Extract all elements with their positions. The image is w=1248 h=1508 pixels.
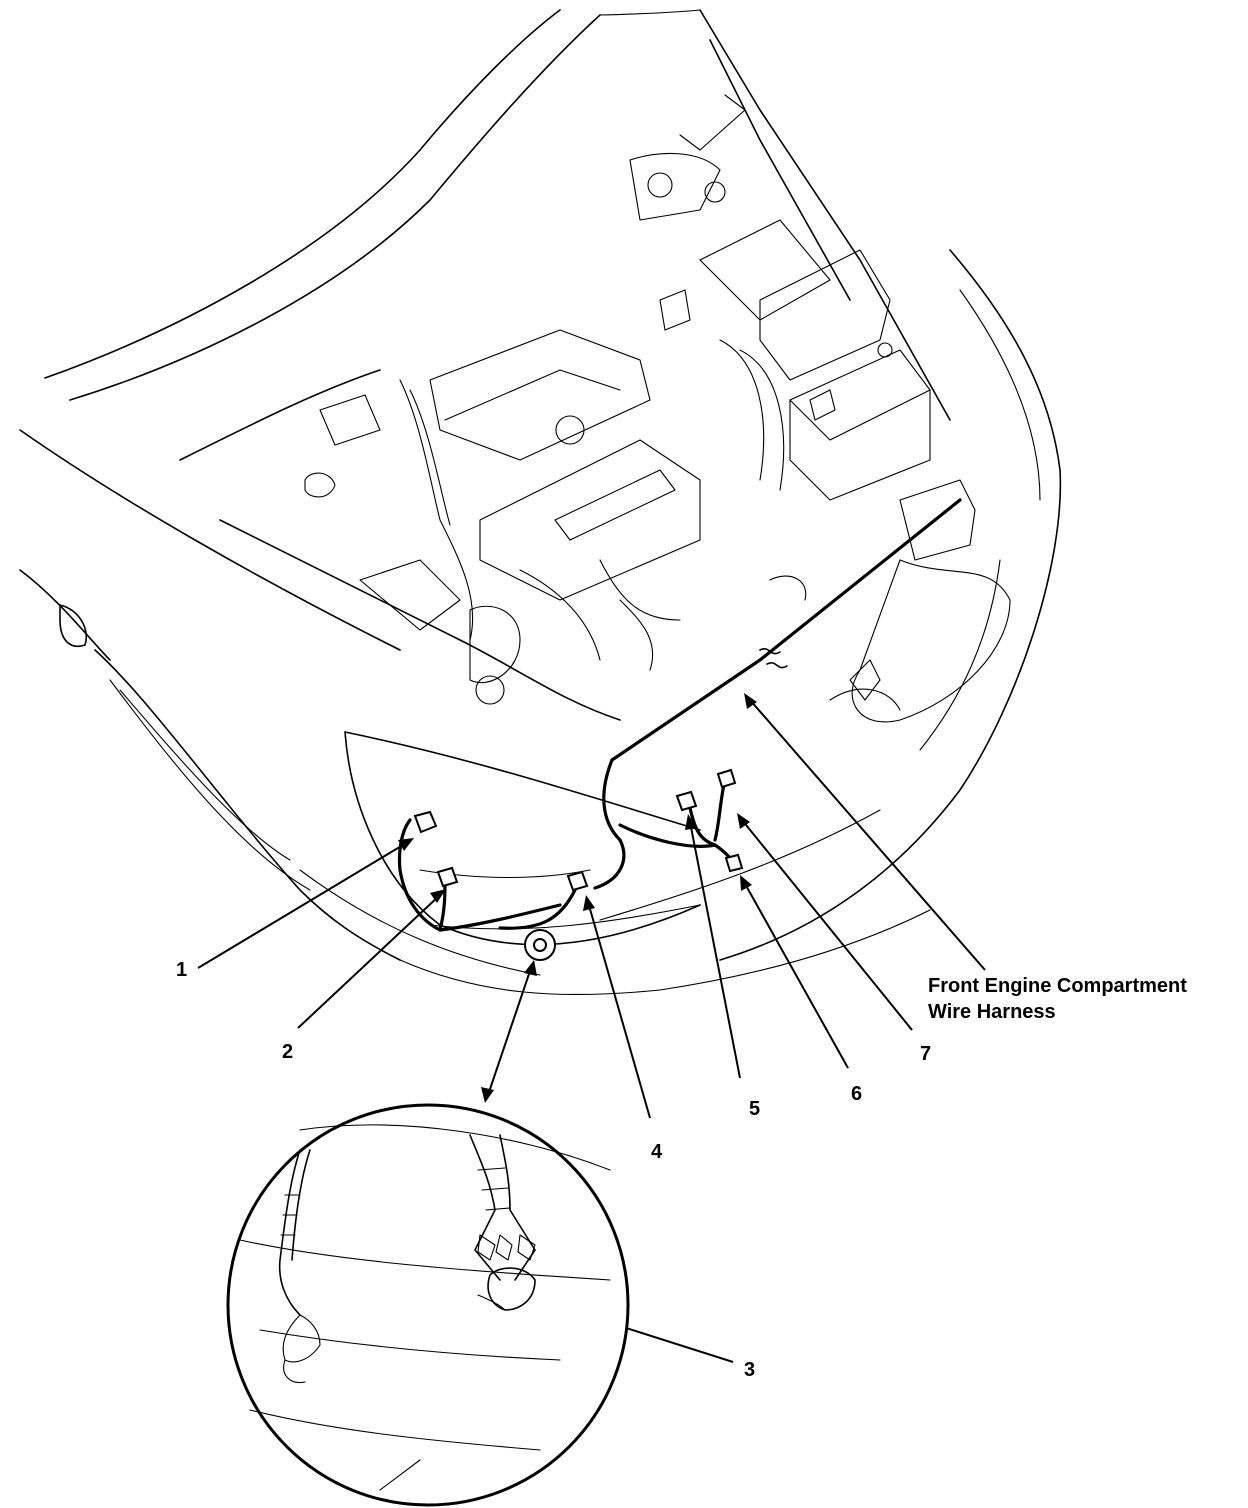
connector-6 (724, 853, 744, 873)
engine-block (179, 329, 701, 721)
connectors (413, 768, 744, 961)
callout-1: 1 (176, 959, 187, 981)
callout-labels: 1 2 3 4 5 6 7 Front Engine Compartment W… (176, 959, 1187, 1381)
callout-2: 2 (282, 1041, 293, 1063)
callout-3: 3 (744, 1359, 755, 1381)
connector-5 (675, 790, 698, 812)
connector-4 (566, 870, 589, 892)
battery-area (659, 219, 976, 601)
callout-4: 4 (651, 1141, 663, 1163)
open-hood (44, 9, 951, 421)
callout-6: 6 (851, 1083, 862, 1105)
front-bumper (299, 731, 931, 996)
left-fender (19, 429, 401, 961)
detail-view (226, 1103, 630, 1507)
callout-7: 7 (920, 1043, 931, 1065)
harness-label-line2: Wire Harness (928, 1001, 1056, 1023)
connector-7 (716, 768, 737, 789)
connector-2 (436, 866, 459, 888)
harness-routing (397, 498, 962, 932)
harness-label-line1: Front Engine Compartment (928, 975, 1187, 997)
connector-1 (413, 810, 438, 834)
right-fender (719, 249, 1062, 961)
callout-5: 5 (749, 1098, 760, 1120)
